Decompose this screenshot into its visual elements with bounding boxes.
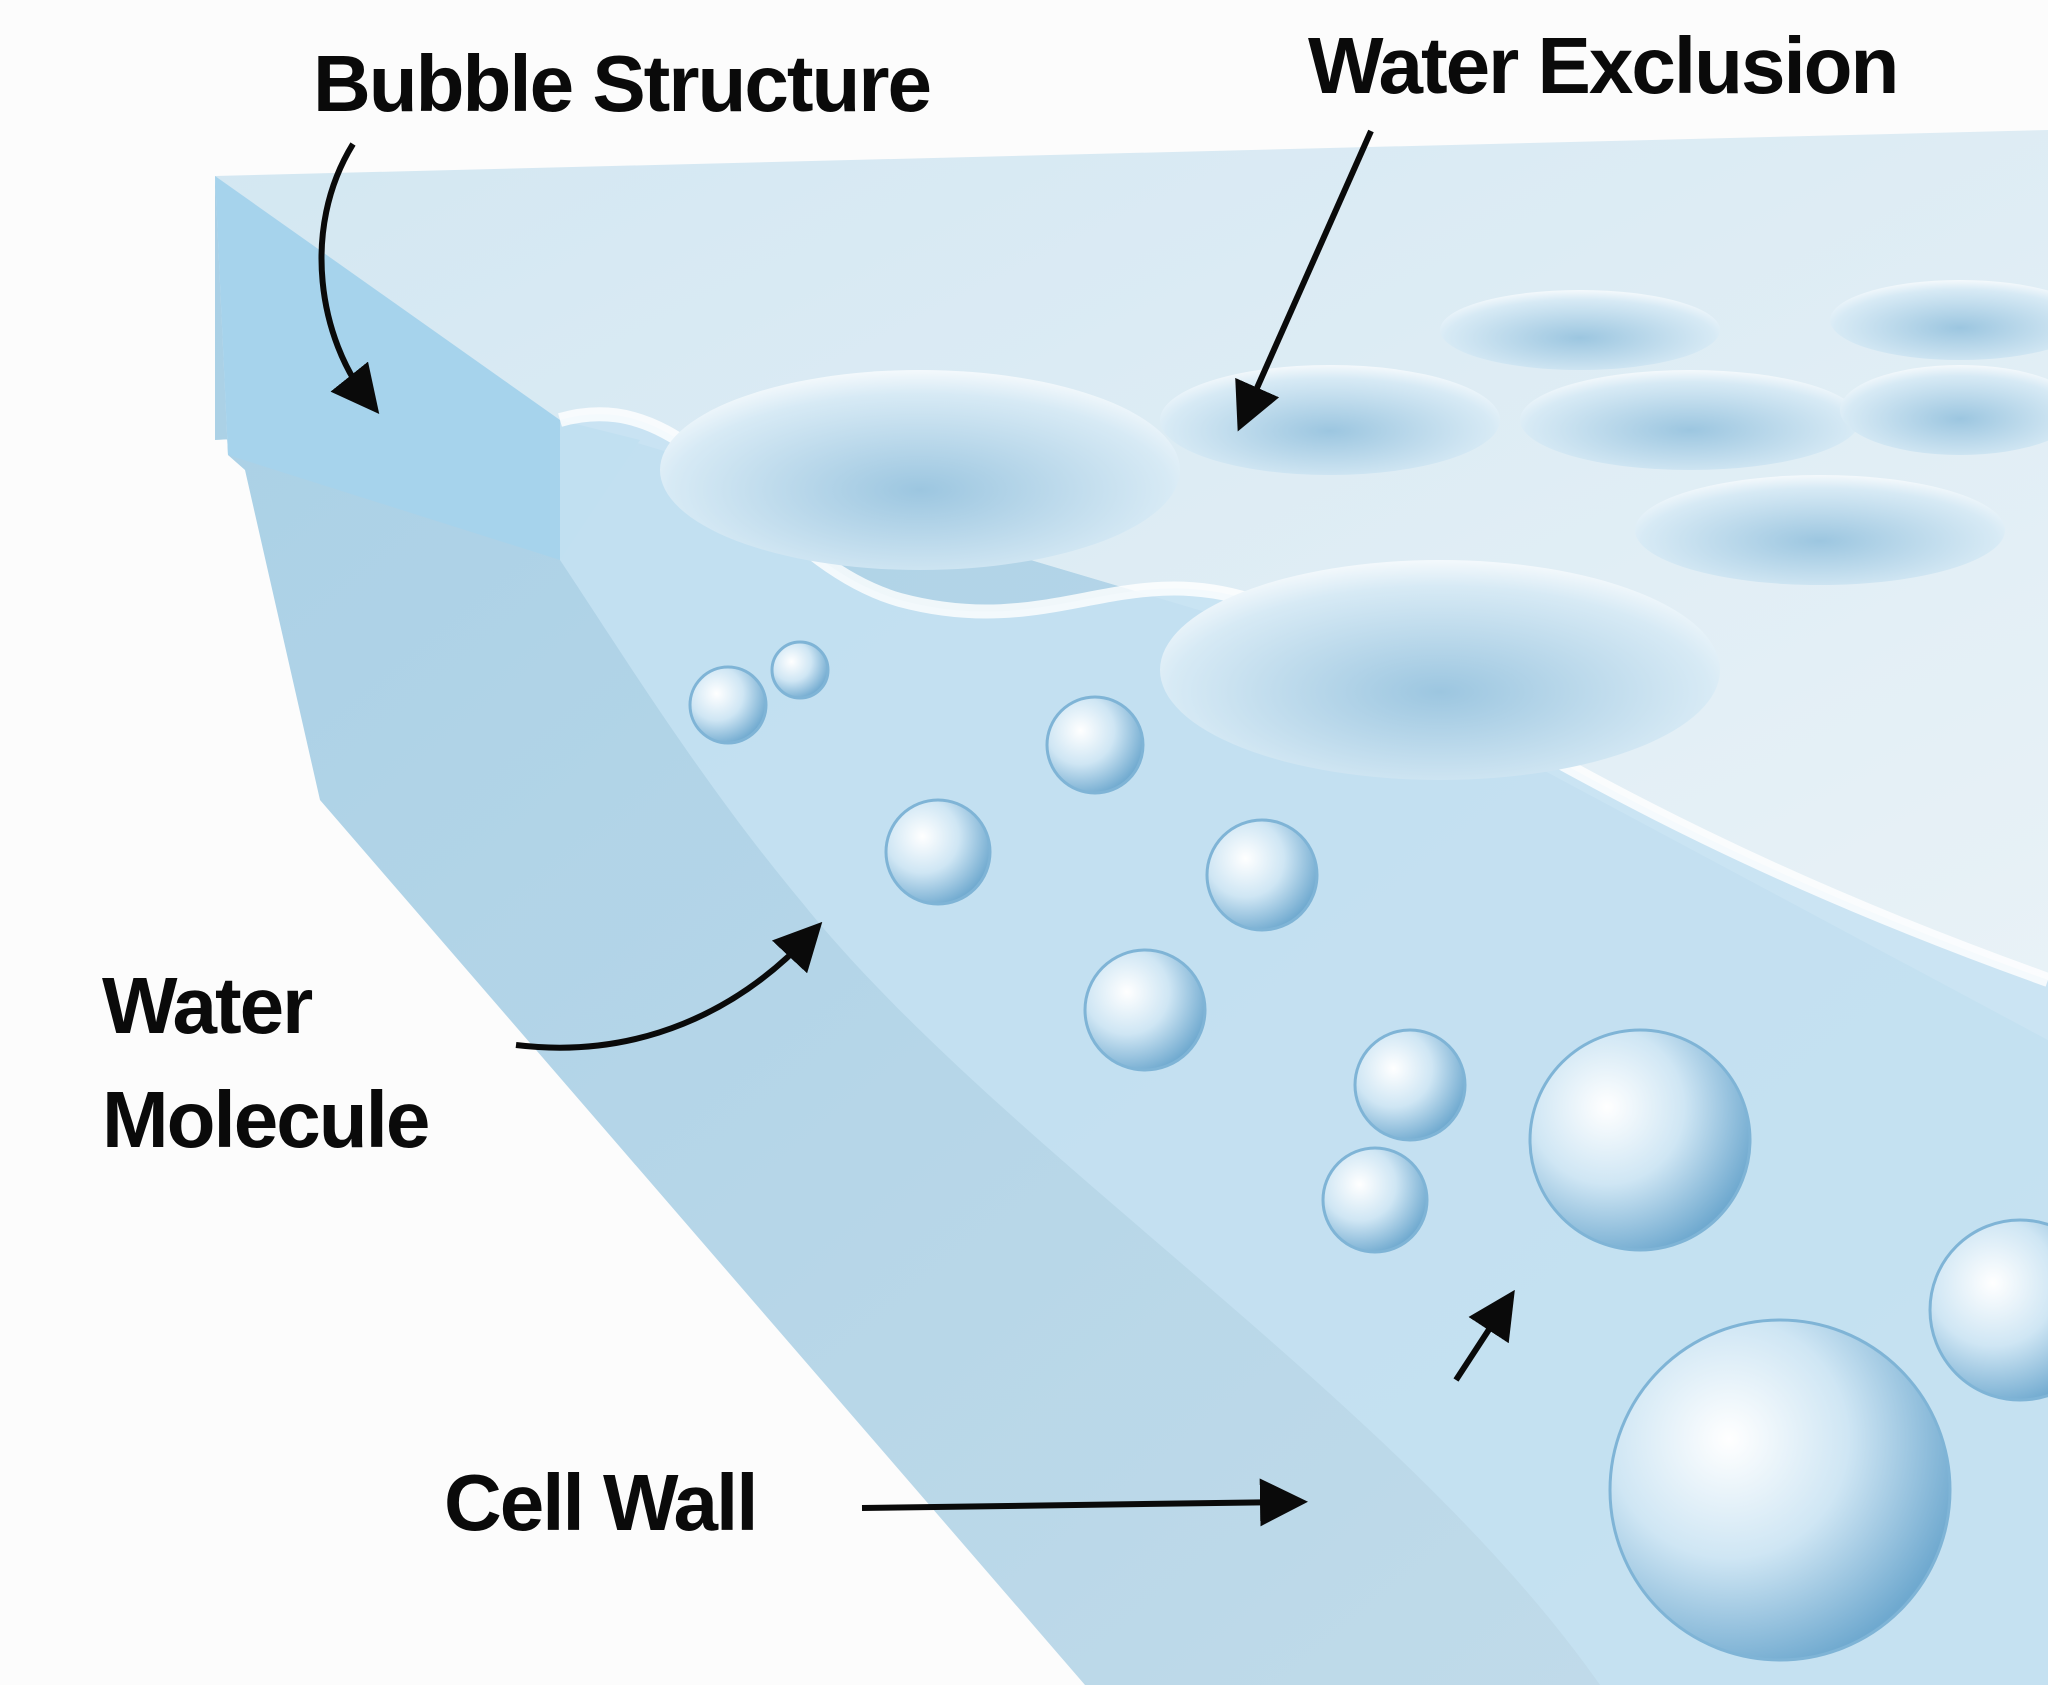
water-molecules <box>688 640 2048 1662</box>
label-bubble-structure: Bubble Structure <box>313 39 932 128</box>
label-cell-wall: Cell Wall <box>444 1458 758 1547</box>
bubble-structure-arrow <box>318 142 380 415</box>
water-exclusion-arrow <box>1235 129 1374 432</box>
label-water-molecule-line2: Molecule <box>102 1075 430 1164</box>
gel-arrow <box>1453 1289 1515 1382</box>
label-water-molecule-line1: Water <box>102 961 313 1050</box>
label-water-exclusion: Water Exclusion <box>1308 21 1899 110</box>
cell-wall-arrow <box>861 1478 1308 1527</box>
water-molecule-arrow <box>515 921 823 1051</box>
surface-bubble-pits <box>660 280 2048 780</box>
